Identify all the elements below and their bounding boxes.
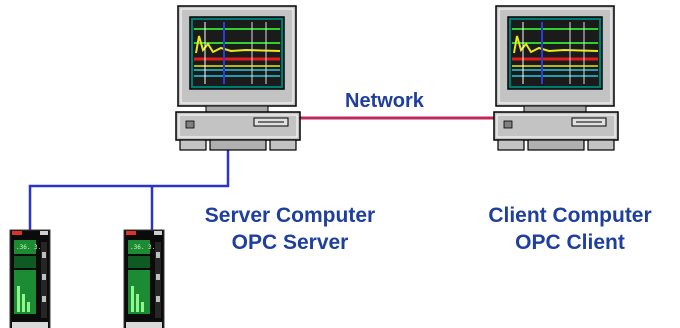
- client-caption-line2: OPC Client: [515, 231, 625, 254]
- fieldbus-link-1: [28, 146, 230, 232]
- server-caption: Server Computer OPC Server: [170, 202, 410, 256]
- server-caption-line1: Server Computer: [204, 204, 376, 227]
- controller-2-icon: [123, 229, 165, 328]
- server-caption-line2: OPC Server: [231, 231, 349, 254]
- controller-1-icon: [9, 229, 51, 328]
- server-computer-icon: [174, 4, 302, 152]
- client-computer-icon: [492, 4, 620, 152]
- network-label: Network: [345, 90, 424, 112]
- client-caption: Client Computer OPC Client: [458, 202, 680, 256]
- client-caption-line1: Client Computer: [488, 204, 652, 227]
